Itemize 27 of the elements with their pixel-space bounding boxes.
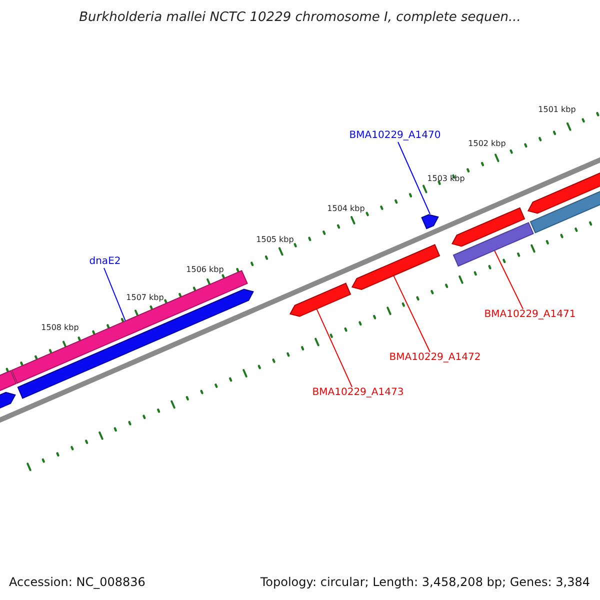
gene-label: BMA10229_A1471 xyxy=(484,310,576,320)
footer-text: Accession: NC_008836 xyxy=(9,576,146,588)
scale-label: 1501 kbp xyxy=(538,106,576,114)
leader-line xyxy=(316,308,352,388)
scale-label: 1506 kbp xyxy=(186,266,224,274)
title: Burkholderia mallei NCTC 10229 chromosome I, complete sequen... xyxy=(78,10,522,25)
gene-feature xyxy=(289,282,352,317)
leader-line xyxy=(494,250,524,310)
scale-label: 1504 kbp xyxy=(327,205,365,213)
gene-block xyxy=(452,222,534,267)
gene-label: dnaE2 xyxy=(89,257,121,267)
gene-feature xyxy=(451,207,526,247)
scale-label: 1503 kbp xyxy=(427,175,465,183)
gene-label: BMA10229_A1473 xyxy=(312,388,404,398)
footer-text: Topology: circular; Length: 3,458,208 bp; Genes: 3,384 xyxy=(260,576,590,588)
gene-label: BMA10229_A1470 xyxy=(349,131,441,141)
scale-label: 1505 kbp xyxy=(256,236,294,244)
scale-label: 1507 kbp xyxy=(126,294,164,302)
leader-line xyxy=(393,275,430,352)
gene-feature xyxy=(17,288,254,399)
leader-line xyxy=(104,268,126,322)
gene-feature xyxy=(351,244,440,290)
leader-line xyxy=(398,142,430,214)
scale-label: 1508 kbp xyxy=(41,324,79,332)
gene-feature xyxy=(421,214,439,230)
scale-label: 1502 kbp xyxy=(468,140,506,148)
gene-label: BMA10229_A1472 xyxy=(389,353,481,363)
